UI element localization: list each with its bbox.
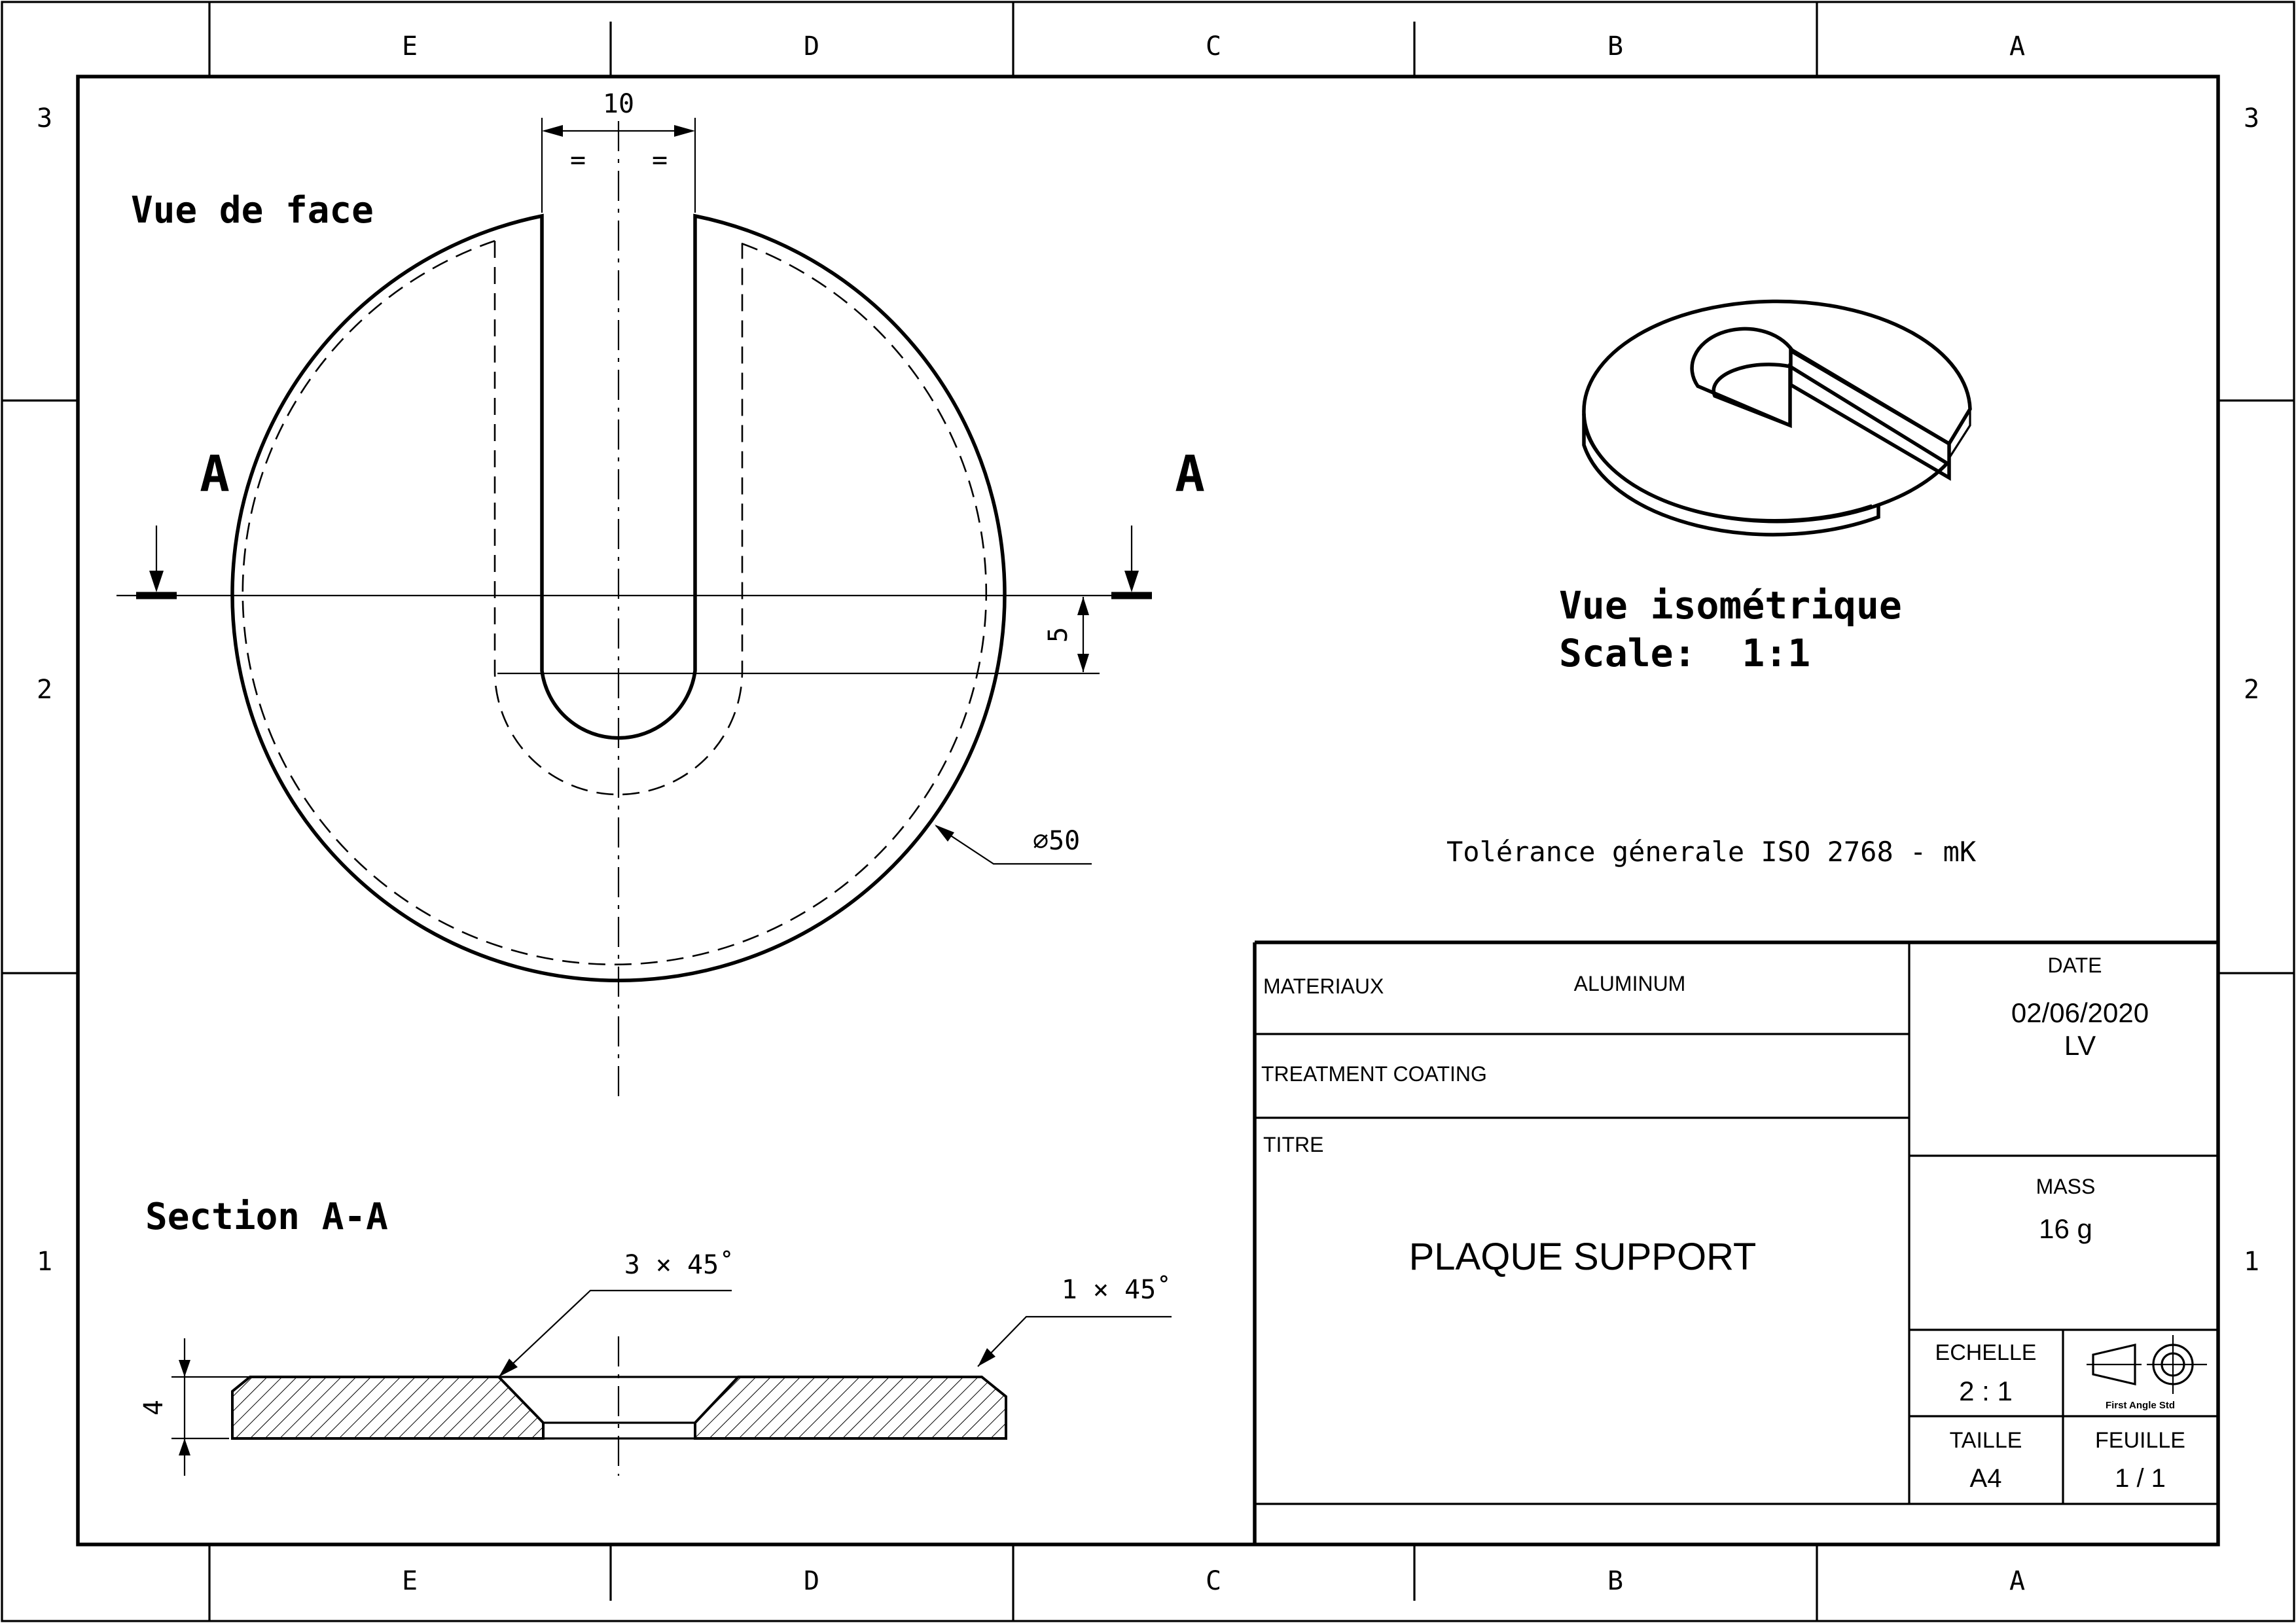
zone-row-right-2: 2: [2244, 675, 2259, 705]
chamfer-small-dimension: 1 × 45˚: [1062, 1275, 1172, 1305]
materiaux-label: MATERIAUX: [1263, 974, 1384, 998]
feuille-value: 1 / 1: [2115, 1464, 2166, 1493]
title-block: [1253, 940, 2218, 1544]
section-view: [171, 1289, 1172, 1476]
chamfer-large-dimension: 3 × 45˚: [624, 1250, 735, 1280]
section-label-left: A: [200, 444, 230, 503]
zone-col-bottom-c: C: [1206, 1566, 1221, 1596]
thickness-dimension: 4: [139, 1400, 169, 1416]
zone-col-bottom-d: D: [804, 1566, 819, 1596]
author-value: LV: [2064, 1030, 2096, 1061]
zone-row-left-1: 1: [37, 1247, 52, 1277]
zone-col-top-a: A: [2009, 31, 2025, 62]
section-hatch-right: [694, 1376, 1007, 1440]
front-view-outline: [230, 213, 1007, 983]
section-arrow-right: [1124, 571, 1139, 592]
zone-col-bottom-e: E: [402, 1566, 418, 1596]
titre-label: TITRE: [1263, 1133, 1323, 1156]
front-view-title: Vue de face: [131, 189, 374, 232]
equal-mark-left: =: [570, 145, 586, 175]
slot-offset-dimension: 5: [1043, 627, 1073, 643]
section-label-right: A: [1175, 444, 1205, 503]
section-arrow-left: [149, 571, 164, 592]
zone-col-bottom-b: B: [1607, 1566, 1623, 1596]
mass-value: 16 g: [2039, 1213, 2092, 1244]
section-view-title: Section A-A: [145, 1196, 388, 1238]
zone-col-top-c: C: [1206, 31, 1221, 62]
front-view-dimensions: [541, 118, 1092, 865]
zone-row-right-1: 1: [2244, 1247, 2259, 1277]
section-hatch-left: [231, 1376, 545, 1440]
date-label: DATE: [2048, 954, 2102, 977]
isometric-view-scale: Scale: 1:1: [1559, 631, 1810, 675]
diameter-dimension: ⌀50: [1033, 826, 1080, 856]
materiaux-value: ALUMINUM: [1574, 972, 1686, 995]
date-value: 02/06/2020: [2011, 997, 2149, 1028]
iso-rim: [1582, 414, 1880, 537]
isometric-view-title: Vue isométrique: [1559, 583, 1902, 628]
zone-col-top-e: E: [402, 31, 418, 62]
zone-col-top-b: B: [1607, 31, 1623, 62]
zone-labels: E D C B A E D C B A 3 2 1 3 2 1: [37, 31, 2259, 1596]
front-view-hidden-chamfer-circle: [242, 240, 988, 966]
iso-top-face: [1582, 299, 1972, 524]
taille-value: A4: [1970, 1464, 2002, 1493]
titre-value: PLAQUE SUPPORT: [1409, 1236, 1757, 1278]
zone-row-left-2: 2: [37, 675, 52, 705]
projection-symbol: [2087, 1335, 2207, 1394]
taille-label: TAILLE: [1950, 1428, 2022, 1453]
zone-row-left-3: 3: [37, 103, 52, 134]
mass-label: MASS: [2036, 1175, 2096, 1198]
tolerance-note: Tolérance génerale ISO 2768 - mK: [1446, 836, 1977, 868]
isometric-view: [1582, 299, 1972, 537]
front-view-hidden-slot: [493, 241, 744, 796]
echelle-value: 2 : 1: [1959, 1376, 2013, 1406]
zone-col-top-d: D: [804, 31, 819, 62]
treatment-label: TREATMENT COATING: [1261, 1062, 1487, 1086]
zone-row-right-3: 3: [2244, 103, 2259, 134]
slot-width-dimension: 10: [603, 89, 634, 119]
zone-col-bottom-a: A: [2009, 1566, 2025, 1596]
equal-mark-right: =: [652, 145, 668, 175]
front-view: [117, 121, 1152, 1099]
echelle-label: ECHELLE: [1935, 1340, 2037, 1365]
projection-label: First Angle Std: [2106, 1400, 2175, 1411]
feuille-label: FEUILLE: [2095, 1428, 2185, 1453]
